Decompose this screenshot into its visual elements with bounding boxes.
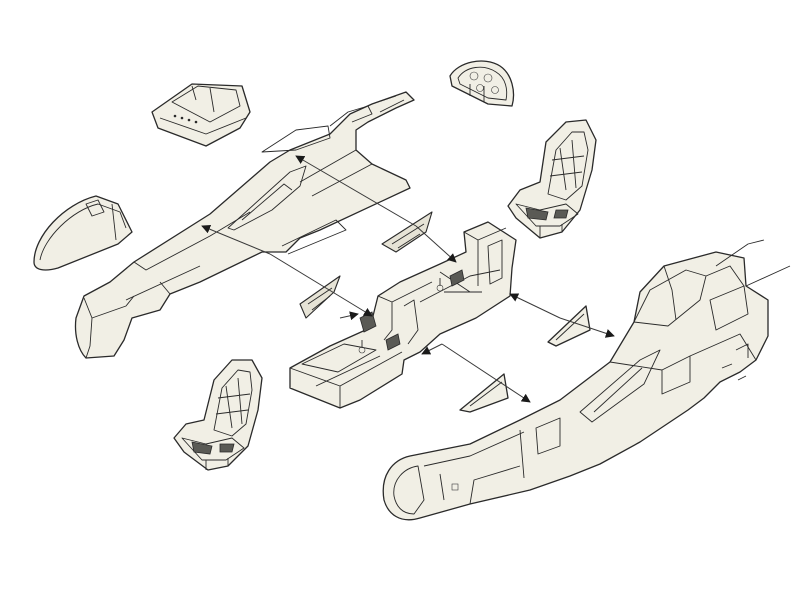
- cockpit-tub: [289, 221, 517, 409]
- leader-arrow: [269, 253, 373, 317]
- leader-arrow: [295, 155, 417, 227]
- leader-arrow: [509, 293, 561, 319]
- panel-small-right: [547, 305, 591, 347]
- fuselage-front-right: [382, 239, 791, 521]
- leader-arrow: [421, 343, 443, 355]
- canopy-front-left: [33, 195, 133, 271]
- panel-small-lower: [459, 373, 509, 413]
- ejection-seat-upper: [507, 119, 597, 239]
- side-console-left: [299, 275, 341, 319]
- ejection-seat-lower: [173, 359, 263, 471]
- fuselage-front-left: [74, 91, 415, 359]
- instrument-panel: [449, 60, 515, 107]
- leader-lines: [201, 155, 615, 403]
- leader-arrow: [559, 317, 615, 338]
- instrument-hood: [151, 83, 251, 147]
- side-console-right: [381, 211, 433, 253]
- leader-arrow: [441, 343, 531, 403]
- leader-arrow: [339, 311, 359, 321]
- leader-arrow: [415, 225, 457, 263]
- leader-arrow: [201, 224, 271, 255]
